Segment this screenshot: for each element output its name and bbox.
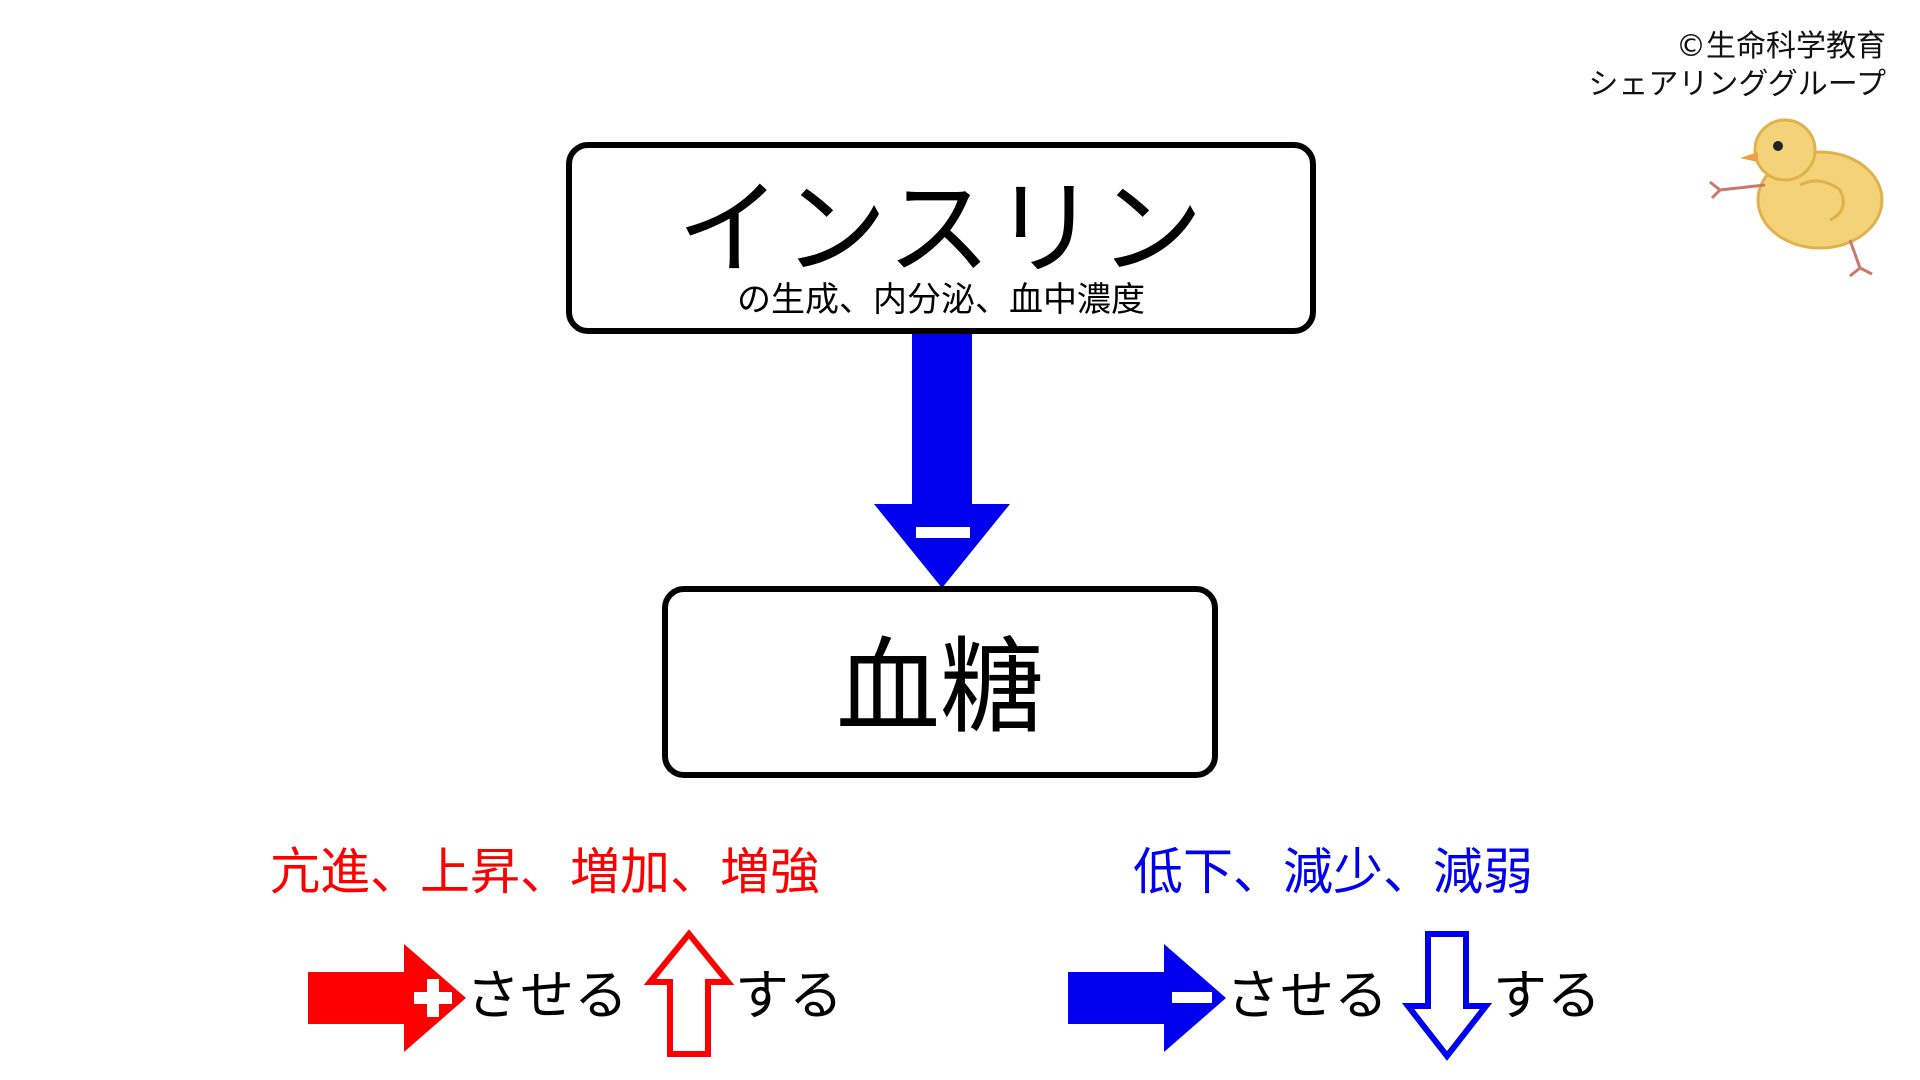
inhibition-minus-sign bbox=[916, 527, 970, 538]
credit-line-2: シェアリンググループ bbox=[1588, 67, 1886, 102]
insulin-title: インスリン bbox=[677, 168, 1205, 290]
increase-words: 亢進、上昇、増加、増強 bbox=[270, 843, 820, 901]
up-outline-arrow-icon bbox=[643, 929, 735, 1057]
chick-drawing-icon bbox=[1709, 118, 1884, 278]
credit: ©生命科学教育 シェアリンググループ bbox=[1588, 28, 1886, 104]
decrease-words: 低下、減少、減弱 bbox=[1133, 843, 1533, 901]
down-outline-arrow-icon bbox=[1401, 931, 1493, 1061]
credit-line-1: ©生命科学教育 bbox=[1676, 29, 1886, 64]
blood-sugar-title: 血糖 bbox=[835, 626, 1044, 748]
increase-cause-suffix: させる bbox=[466, 964, 628, 1027]
increase-direction-suffix: する bbox=[735, 964, 843, 1027]
insulin-subtitle: の生成、内分泌、血中濃度 bbox=[737, 280, 1145, 320]
decrease-direction-suffix: する bbox=[1493, 964, 1601, 1027]
insulin-node: インスリン の生成、内分泌、血中濃度 bbox=[566, 142, 1316, 334]
blood-sugar-node: 血糖 bbox=[662, 586, 1218, 778]
inhibition-arrow bbox=[874, 334, 1010, 588]
plus-right-arrow-icon bbox=[308, 944, 466, 1052]
decrease-cause-suffix: させる bbox=[1226, 964, 1388, 1027]
minus-right-arrow-icon bbox=[1068, 944, 1226, 1052]
